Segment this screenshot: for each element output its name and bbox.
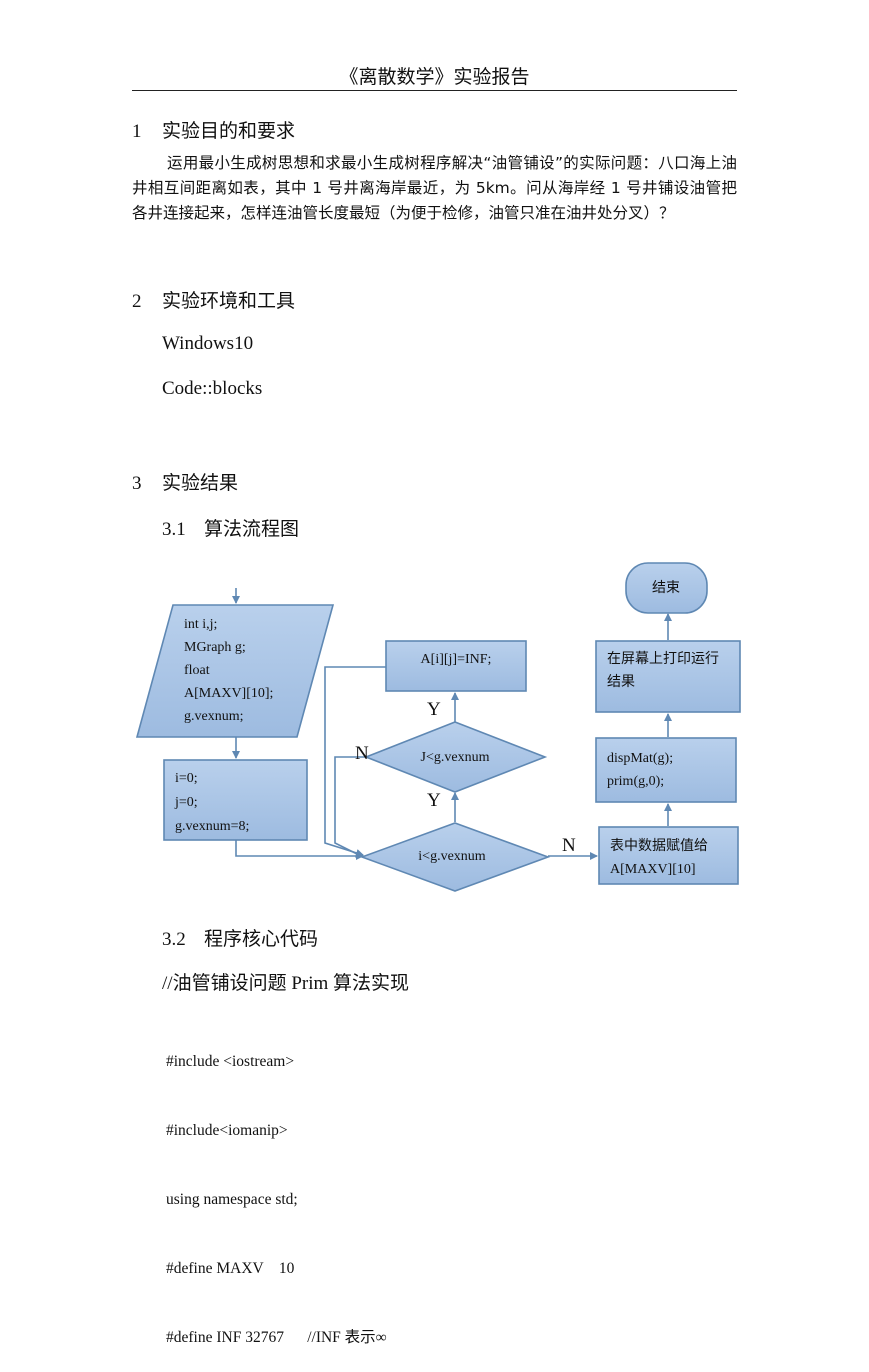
subsection-3-2-title: 程序核心代码 <box>204 928 319 950</box>
print-line-2: 结果 <box>607 674 635 690</box>
init-box <box>163 759 308 841</box>
section-1-text: 运用最小生成树思想和求最小生成树程序解决“油管铺设”的实际问题：八口海上油井相互… <box>132 154 737 222</box>
subsection-3-1-heading: 3.1 算法流程图 <box>162 514 299 541</box>
arrow-assign-loop <box>324 666 386 857</box>
code-line: #include <iostream> <box>166 1053 295 1070</box>
assign-box <box>385 640 527 692</box>
section-2-title: 实验环境和工具 <box>162 290 296 312</box>
input-parallelogram <box>135 604 335 738</box>
section-1-heading: 1 实验目的和要求 <box>132 116 295 143</box>
report-title: 《离散数学》实验报告 <box>339 66 530 88</box>
arrow-init-outer <box>235 840 364 860</box>
input-line-1: int i,j; <box>184 617 217 632</box>
table-assign-line-1: 表中数据赋值给 <box>610 838 708 854</box>
subsection-3-2-number: 3.2 <box>162 929 186 950</box>
code-line: #include<iomanip> <box>166 1122 288 1139</box>
code-block: #include <iostream> #include<iomanip> us… <box>166 1004 387 1372</box>
label-no-outer: N <box>562 835 576 856</box>
env-item-windows: Windows10 <box>162 333 254 354</box>
env-item-codeblocks: Code::blocks <box>162 378 263 399</box>
subsection-3-2-heading: 3.2 程序核心代码 <box>162 924 318 951</box>
code-comment-heading: //油管铺设问题 Prim 算法实现 <box>162 968 409 995</box>
assign-text: A[i][j]=INF; <box>421 652 492 667</box>
comment-algorithm-cn: 算法实现 <box>333 972 410 994</box>
function-call-box <box>595 737 737 803</box>
table-assign-box <box>598 826 739 885</box>
end-terminator <box>625 562 708 614</box>
print-result-box <box>595 640 741 713</box>
input-line-3: float <box>184 663 210 678</box>
section-3-title: 实验结果 <box>162 472 239 494</box>
section-3-number: 3 <box>132 473 142 494</box>
arrow-inner-no-loop <box>334 756 367 858</box>
print-line-1: 在屏幕上打印运行 <box>607 650 719 667</box>
end-text: 结束 <box>652 580 680 596</box>
code-line: #define MAXV 10 <box>166 1260 295 1277</box>
comment-prefix: // <box>162 973 173 994</box>
label-yes-inner: Y <box>427 699 441 720</box>
section-3-heading: 3 实验结果 <box>132 468 238 495</box>
label-yes-outer: Y <box>427 790 441 811</box>
input-line-5: g.vexnum; <box>184 709 244 724</box>
label-no-inner: N <box>355 743 369 764</box>
flowchart-connectors <box>232 588 672 860</box>
call-line-1: dispMat(g); <box>607 751 673 766</box>
input-line-4: A[MAXV][10]; <box>184 686 273 701</box>
input-line-2: MGraph g; <box>184 640 246 655</box>
init-line-3: g.vexnum=8; <box>175 819 249 834</box>
init-line-1: i=0; <box>175 771 198 786</box>
table-assign-line-2: A[MAXV][10] <box>610 862 696 877</box>
algorithm-flowchart: int i,j; MGraph g; float A[MAXV][10]; g.… <box>135 562 741 892</box>
header-rule <box>132 90 737 91</box>
section-1-paragraph: 运用最小生成树思想和求最小生成树程序解决“油管铺设”的实际问题：八口海上油井相互… <box>132 151 737 226</box>
outer-condition: i<g.vexnum <box>418 849 485 864</box>
comment-prim: Prim <box>291 973 329 994</box>
section-2-number: 2 <box>132 291 142 312</box>
subsection-3-1-number: 3.1 <box>162 519 186 540</box>
init-line-2: j=0; <box>174 795 198 810</box>
section-1-number: 1 <box>132 121 142 142</box>
comment-title-cn: 油管铺设问题 <box>172 972 287 994</box>
inner-condition: J<g.vexnum <box>421 750 490 765</box>
section-1-title: 实验目的和要求 <box>162 120 296 142</box>
section-2-heading: 2 实验环境和工具 <box>132 286 295 313</box>
outer-loop-decision <box>359 822 551 892</box>
code-line: using namespace std; <box>166 1191 298 1208</box>
call-line-2: prim(g,0); <box>607 774 664 789</box>
inner-loop-decision <box>363 721 548 793</box>
subsection-3-1-title: 算法流程图 <box>204 518 300 540</box>
code-line: #define INF 32767 //INF 表示∞ <box>166 1329 387 1346</box>
